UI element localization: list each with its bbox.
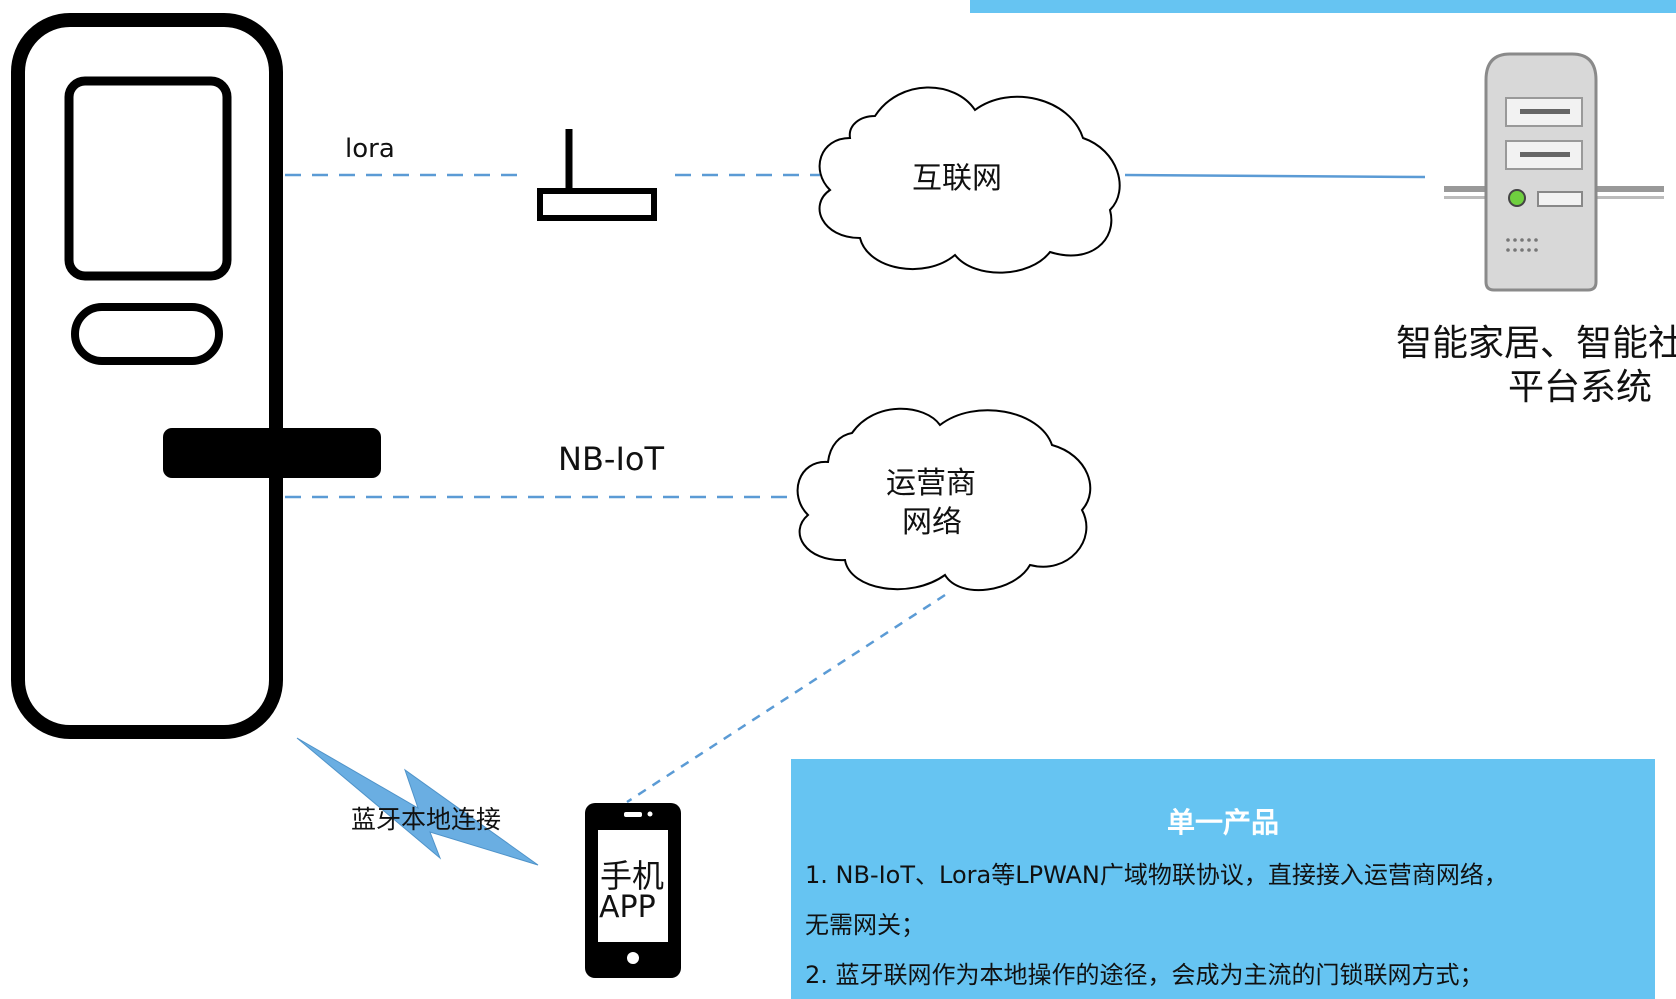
server-icon (1444, 52, 1664, 292)
smartphone-icon (585, 803, 681, 978)
lora-label: lora (345, 134, 395, 164)
nbiot-label: NB-IoT (558, 440, 664, 478)
carrier-phone-link (626, 593, 946, 804)
bluetooth-label: 蓝牙本地连接 (351, 805, 502, 834)
top-banner (970, 0, 1676, 13)
info-title: 单一产品 (1166, 806, 1279, 839)
carrier-label-line2: 网络 (902, 505, 962, 540)
internet-server-link (1124, 173, 1426, 179)
info-line-2: 无需网关； (805, 911, 925, 939)
cloud-icon (818, 86, 1121, 274)
platform-label-line1: 智能家居、智能社 (1396, 323, 1676, 364)
lightning-bolt-icon (296, 737, 539, 866)
network-diagram (11, 0, 1676, 978)
phone-label-line2: APP (599, 890, 656, 925)
carrier-cloud-icon (796, 407, 1092, 591)
info-line-1: 1. NB-IoT、Lora等LPWAN广域物联协议，直接接入运营商网络， (805, 861, 1508, 889)
door-lock-icon (11, 13, 381, 739)
internet-label: 互联网 (912, 161, 1002, 196)
info-box: 单一产品 1. NB-IoT、Lora等LPWAN广域物联协议，直接接入运营商网… (791, 759, 1655, 999)
phone-label-line1: 手机 (600, 857, 665, 895)
gateway-antenna-icon (537, 129, 657, 221)
info-line-3: 2. 蓝牙联网作为本地操作的途径，会成为主流的门锁联网方式； (805, 961, 1484, 989)
carrier-label-line1: 运营商 (886, 466, 976, 501)
platform-label-line2: 平台系统 (1508, 367, 1653, 408)
